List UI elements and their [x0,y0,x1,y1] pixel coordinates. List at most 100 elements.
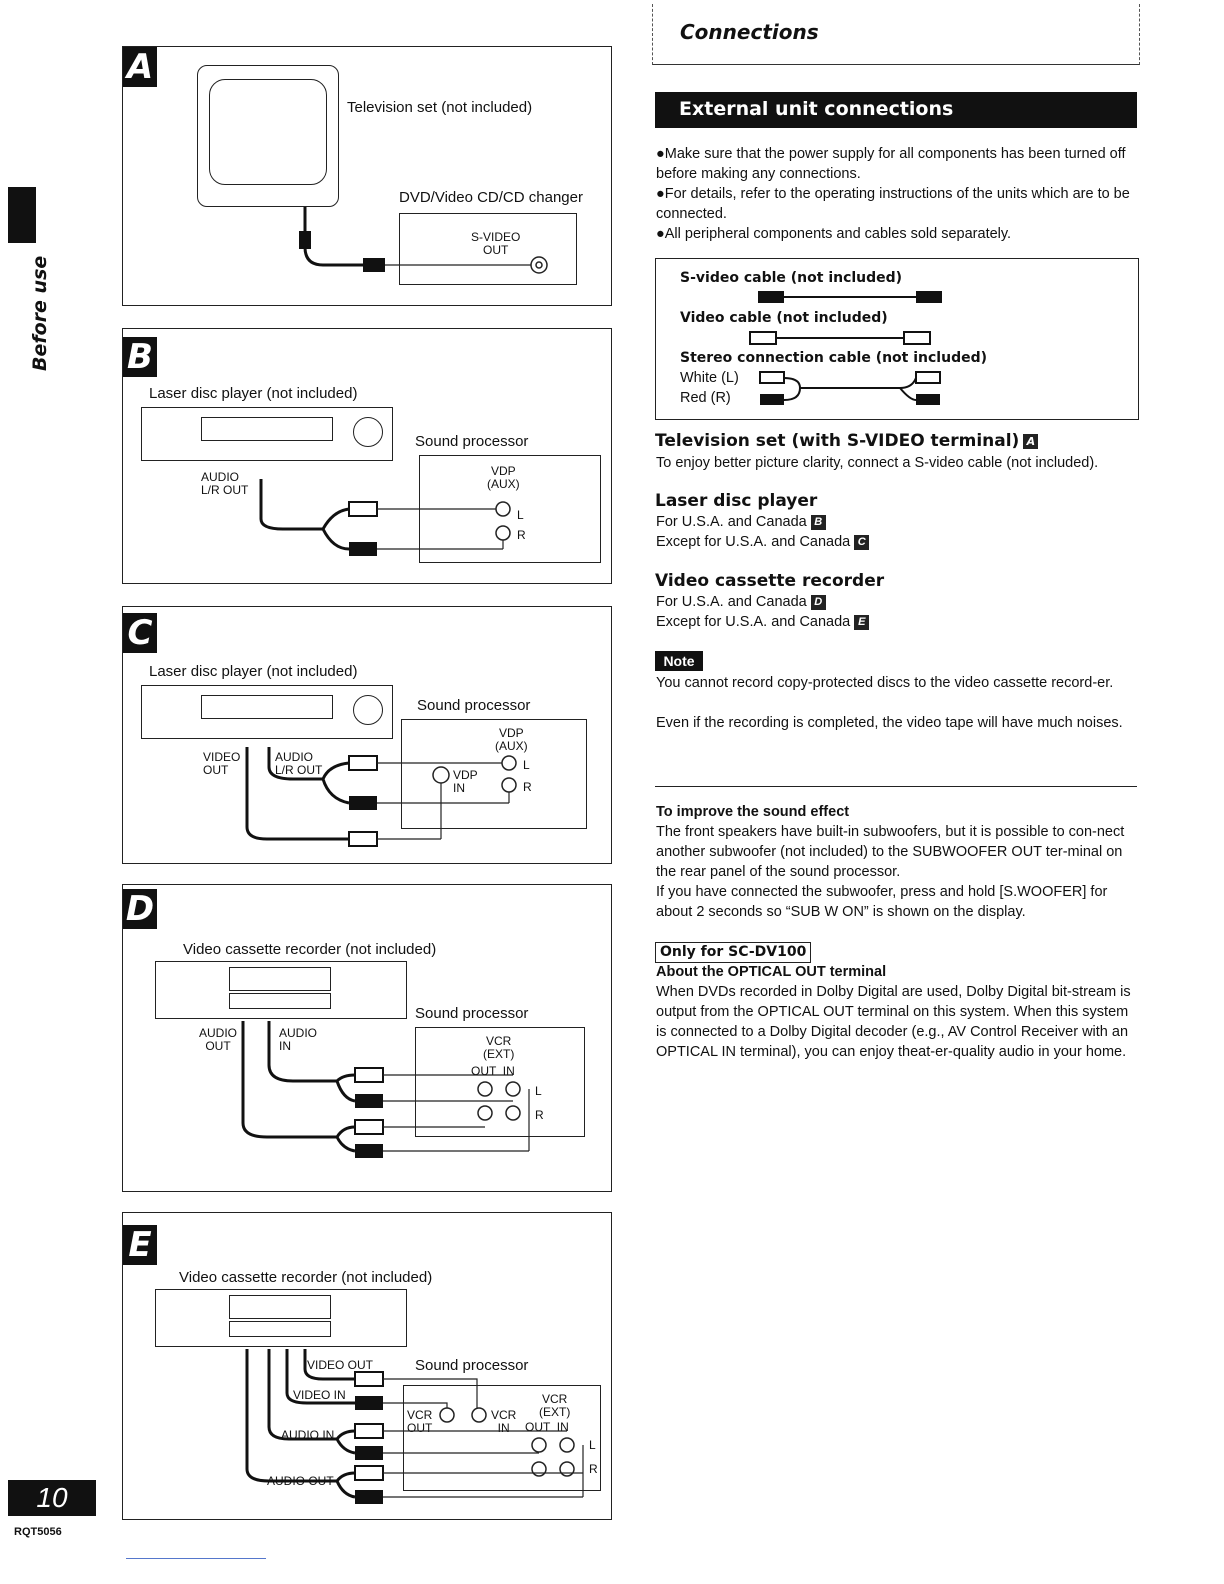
ldp-body [141,407,393,461]
optical-p1: When DVDs recorded in Dolby Digital are … [656,984,1131,1060]
ldp-line1-badge: B [810,514,826,530]
sound-p2: If you have connected the subwoofer, pre… [656,884,1108,920]
processor-e-label: Sound processor [415,1357,529,1374]
vcr-line2-text: Except for U.S.A. and Canada [656,614,851,630]
d-l-label: L [535,1084,542,1098]
diagram-e-badge: E [123,1225,157,1265]
diagram-a-cable [299,207,548,274]
section-title: Connections [680,20,819,44]
bullet-1: ●Make sure that the power supply for all… [656,146,1126,182]
tv-heading-text: Television set (with S-VIDEO terminal) [655,431,1020,451]
processor-d-box [415,1027,585,1137]
vcr-e-door [229,1321,331,1337]
diagram-c-badge: C [123,613,157,653]
vcr-heading: Video cassette recorder [655,571,885,591]
cable-red-label: Red (R) [680,390,731,406]
ldp-c-knob [353,695,383,725]
e-out-in-label: OUT IN [525,1420,569,1434]
ldp-line1-text: For U.S.A. and Canada [656,514,807,530]
svideo-out-label: S-VIDEO OUT [471,230,521,257]
section-divider [655,786,1137,787]
vcr-d-door [229,993,331,1009]
e-video-out-label: VIDEO OUT [307,1358,374,1372]
vcr-d-slot [229,967,331,991]
vcr-ext-e-label: VCR (EXT) [539,1392,571,1419]
d-audio-out-label: AUDIO OUT [199,1026,238,1053]
c-audio-out-label: AUDIO L/R OUT [275,750,323,777]
diagram-c-cable [245,747,517,847]
ldp-audio-out-label: AUDIO L/R OUT [201,470,249,497]
tv-body [197,65,339,207]
diagram-b-cable [259,479,511,556]
processor-e-box [403,1385,601,1491]
footer-rule [126,1558,266,1559]
vcr-d-label: Video cassette recorder (not included) [183,941,437,958]
c-video-out-label: VIDEO OUT [203,750,241,777]
ldp-knob [353,417,383,447]
e-l-label: L [589,1438,596,1452]
diagram-c-panel: C Laser disc player (not included) VIDEO… [122,606,612,864]
banner-title: External unit connections [679,98,954,120]
cable-legend-box [655,258,1139,420]
vcr-e-body [155,1289,407,1347]
vdp-aux-b-label: VDP (AUX) [487,464,520,491]
ldp-line2-badge: C [854,534,870,550]
tv-label: Television set (not included) [347,99,533,116]
diagram-e-cable [245,1349,584,1504]
diagram-d-badge: D [123,889,157,929]
diagram-b-badge: B [123,337,157,377]
ldp-tray [201,417,333,441]
optical-heading: About the OPTICAL OUT terminal [656,964,887,980]
tv-heading-badge: A [1023,433,1039,449]
ldp-line2-text: Except for U.S.A. and Canada [656,534,851,550]
e-r-label: R [589,1462,598,1476]
vcr-line1-badge: D [810,594,826,610]
ldp-c-body [141,685,393,739]
processor-b-label: Sound processor [415,433,529,450]
diagram-d-panel: D Video cassette recorder (not included)… [122,884,612,1192]
section-header-frame [652,4,1140,65]
ldp-c-label: Laser disc player (not included) [149,663,358,680]
diagram-a-panel: A Television set (not included) DVD/Vide… [122,46,612,306]
changer-box [399,213,577,285]
diagram-e-panel: E Video cassette recorder (not included)… [122,1212,612,1520]
d-out-in-label: OUT IN [471,1064,515,1078]
side-tab-marker [8,187,36,243]
cable-video-label: Video cable (not included) [680,310,888,326]
tv-screen [209,79,327,185]
processor-c-box [401,719,587,829]
cable-stereo-label: Stereo connection cable (not included) [680,350,988,366]
banner: External unit connections [655,92,1137,128]
vcr-d-body [155,961,407,1019]
vdp-aux-c-label: VDP (AUX) [495,726,528,753]
note-p1: You cannot record copy-protected discs t… [656,675,1114,691]
optical-tag: Only for SC-DV100 [655,942,812,963]
page-number: 10 [8,1480,96,1516]
cable-svideo-label: S-video cable (not included) [680,270,903,286]
processor-c-label: Sound processor [417,697,531,714]
c-r-label: R [523,780,532,794]
vcr-line1-text: For U.S.A. and Canada [656,594,807,610]
processor-d-label: Sound processor [415,1005,529,1022]
vdp-in-label: VDP IN [453,768,478,795]
ldp-heading: Laser disc player [655,491,818,511]
tv-heading: Television set (with S-VIDEO terminal)A [655,431,1039,451]
changer-label: DVD/Video CD/CD changer [399,189,583,206]
ldp-c-tray [201,695,333,719]
vcr-e-label: Video cassette recorder (not included) [179,1269,433,1286]
d-audio-in-label: AUDIO IN [279,1026,318,1053]
sound-heading: To improve the sound effect [656,804,850,820]
note-badge: Note [655,651,703,671]
tv-text: To enjoy better picture clarity, connect… [656,455,1099,471]
b-l-label: L [517,508,524,522]
e-video-in-label: VIDEO IN [293,1388,346,1402]
model-code: RQT5056 [14,1526,62,1538]
diagram-b-panel: B Laser disc player (not included) AUDIO… [122,328,612,584]
vcr-line2-badge: E [854,614,870,630]
vcr-e-slot [229,1295,331,1319]
bullet-3: ●All peripheral components and cables so… [656,226,1012,242]
cable-white-label: White (L) [680,370,739,386]
